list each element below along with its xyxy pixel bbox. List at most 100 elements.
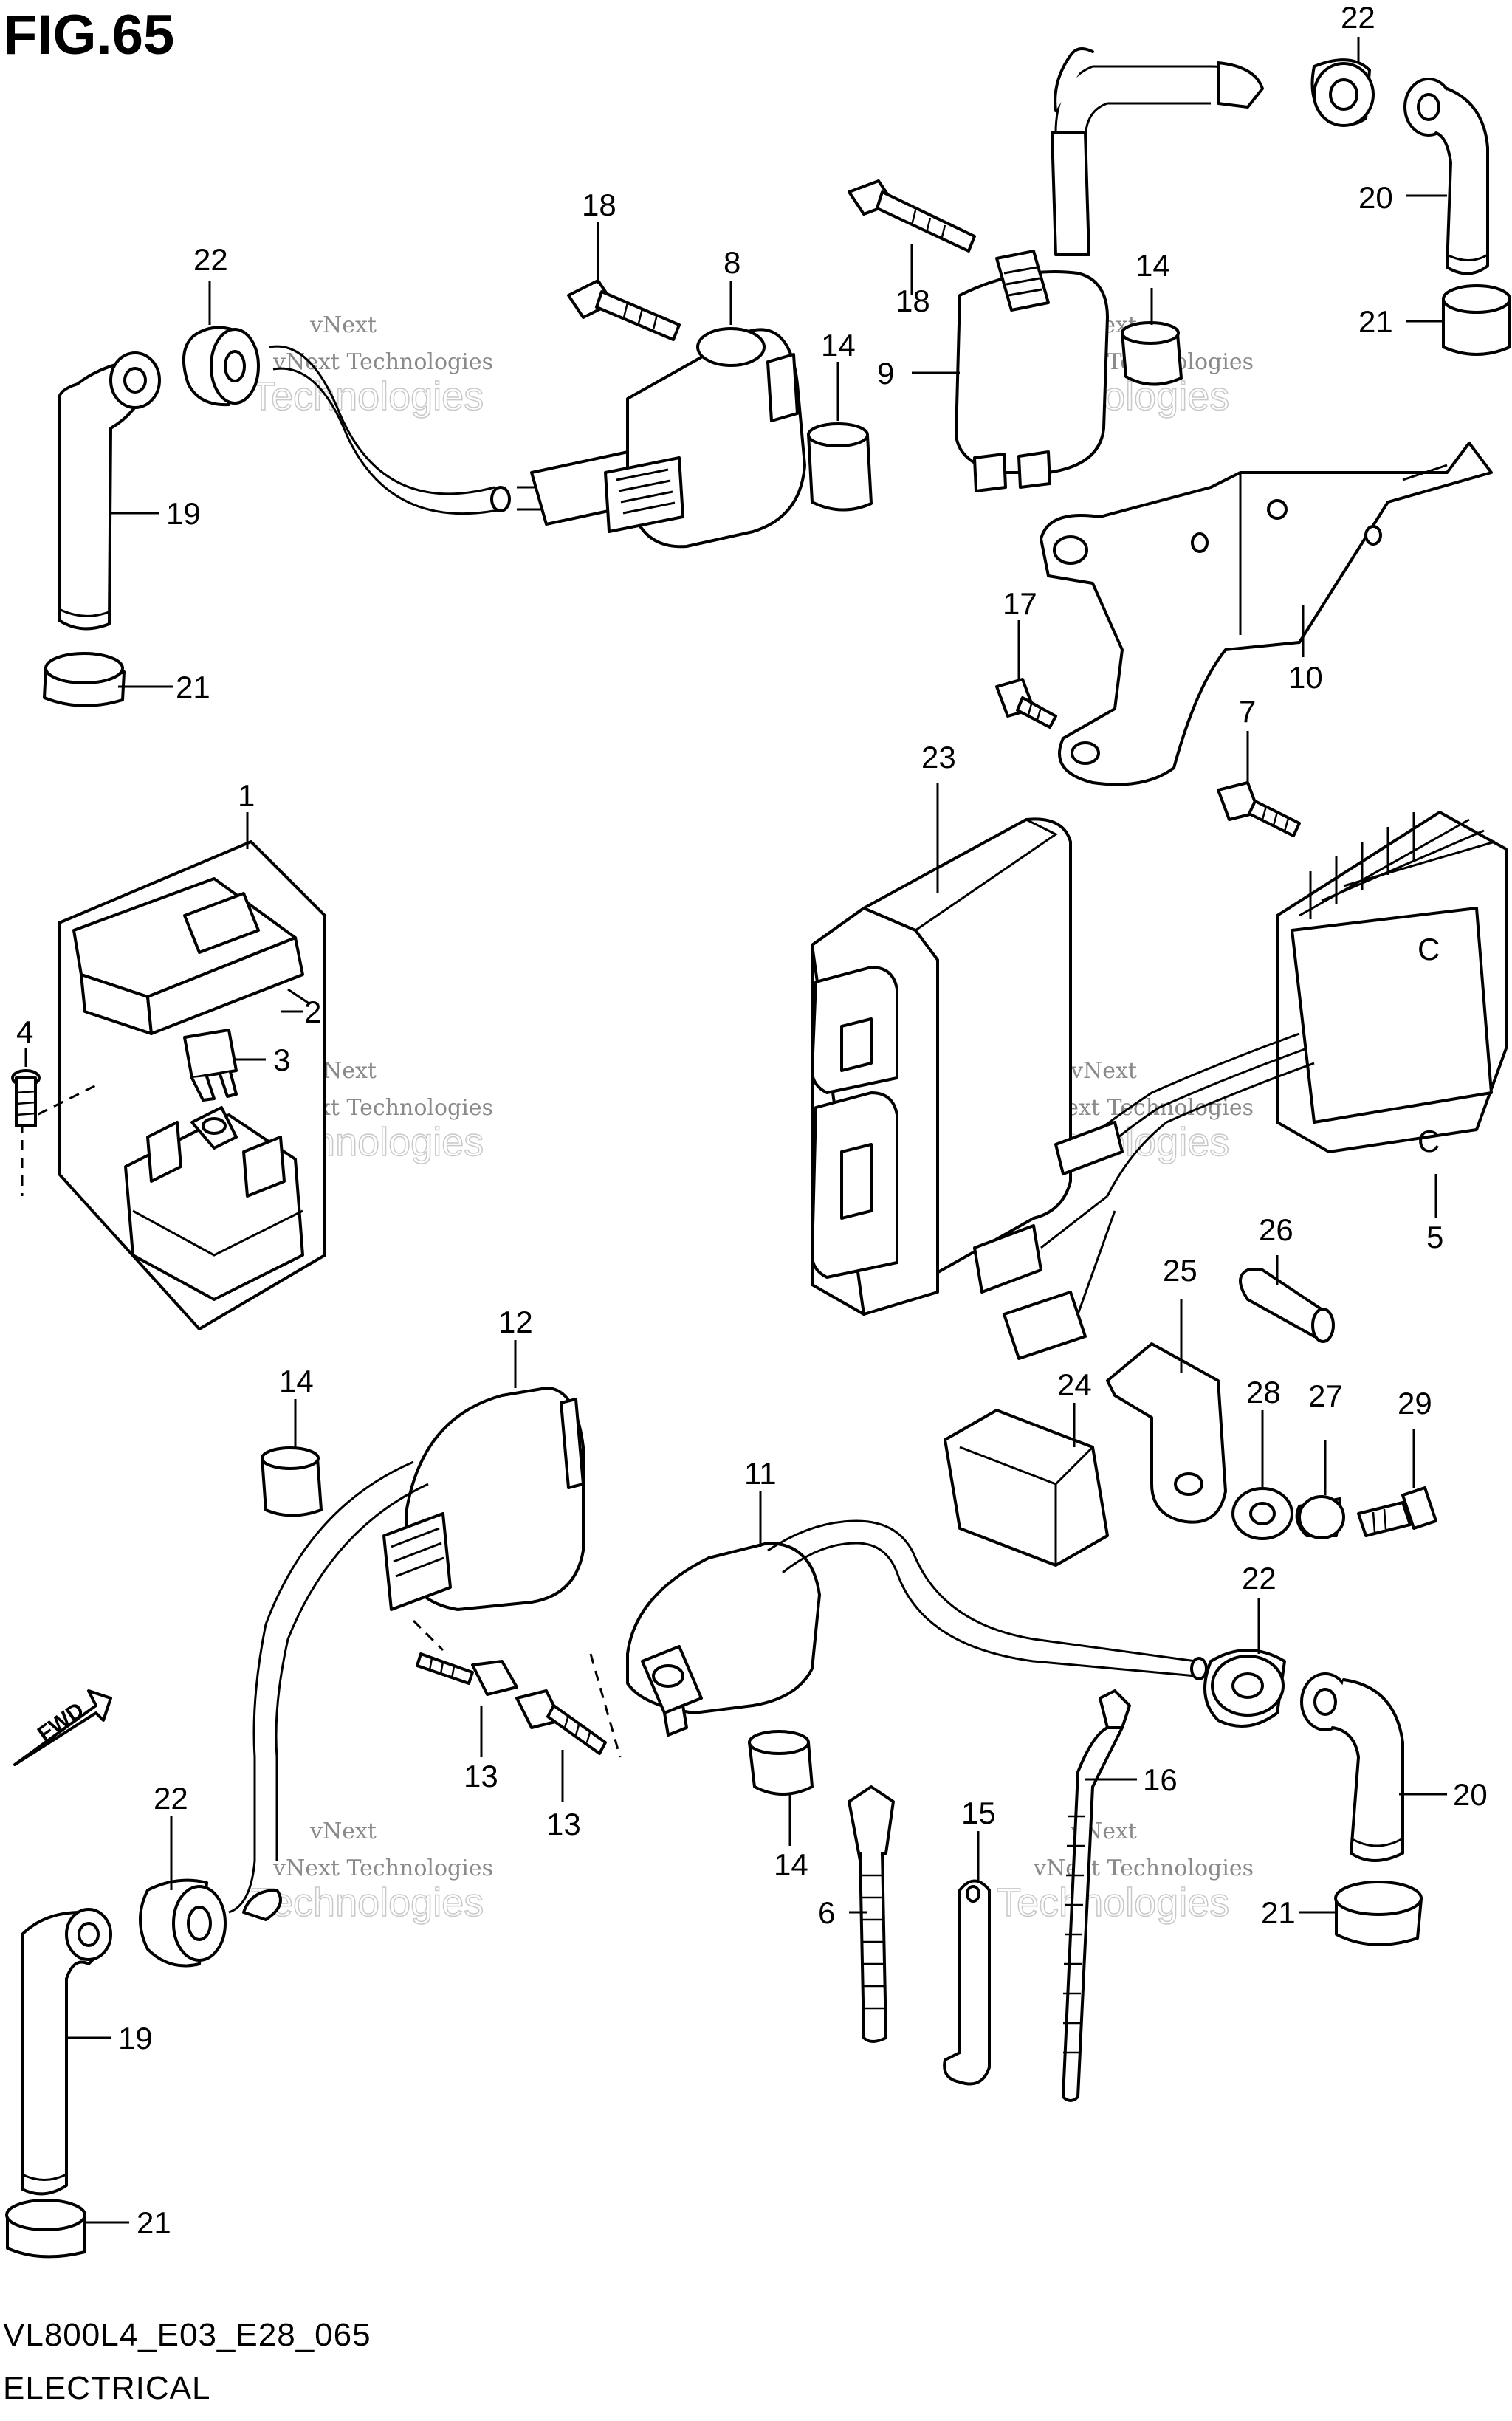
leader-lines [24, 37, 1447, 2224]
svg-text:FWD: FWD [33, 1698, 89, 1747]
part-11-ignition-coil-right [626, 1542, 821, 1737]
callout-14: 14 [1135, 248, 1170, 283]
callout-18: 18 [896, 284, 930, 318]
svg-text:vNext Technologies: vNext Technologies [272, 349, 493, 375]
ht-lead-bottom-left [228, 1460, 429, 1921]
part-22-seal-top-left [182, 326, 260, 407]
callout-13: 13 [464, 1759, 498, 1793]
part-12-ignition-coil-left [382, 1387, 585, 1611]
part-29-bolt [1357, 1486, 1437, 1537]
figure-name: ELECTRICAL [3, 2370, 211, 2406]
ht-lead-top-right [1051, 47, 1264, 256]
callout-16: 16 [1143, 1762, 1178, 1797]
callout-21: 21 [176, 670, 210, 704]
callout-26: 26 [1259, 1212, 1293, 1247]
svg-text:Technologies: Technologies [997, 1881, 1229, 1925]
part-22-seal-bottom-right [1203, 1649, 1286, 1728]
callout-8: 8 [724, 245, 740, 280]
svg-text:vNext: vNext [309, 312, 377, 338]
svg-text:vNext: vNext [1070, 1058, 1137, 1084]
callout-5: 5 [1426, 1220, 1443, 1254]
part-21-cap-top-left [43, 652, 126, 707]
callout-28: 28 [1246, 1375, 1281, 1409]
callout-20: 20 [1358, 180, 1393, 215]
part-15-clamp [943, 1879, 991, 2086]
svg-text:Technologies: Technologies [251, 1881, 484, 1925]
part-18-bolt-left [567, 279, 681, 341]
callout-17: 17 [1003, 586, 1037, 621]
part-4-screw [11, 1069, 41, 1127]
callout-15: 15 [961, 1796, 996, 1830]
callout-19: 19 [118, 2021, 153, 2056]
callout-14: 14 [279, 1364, 314, 1398]
part-13-bolt-b [515, 1653, 622, 1758]
callout-14: 14 [821, 328, 856, 363]
callout-25: 25 [1163, 1253, 1197, 1288]
callout-22: 22 [1341, 0, 1375, 35]
part-23-ecm [811, 817, 1072, 1316]
part-17-bolt [995, 678, 1057, 729]
part-7-bolt [1217, 781, 1301, 837]
callout-11: 11 [744, 1456, 777, 1491]
part-26-spacer [1239, 1268, 1335, 1343]
svg-text:vNext Technologies: vNext Technologies [1033, 1855, 1254, 1881]
callout-20: 20 [1453, 1777, 1488, 1812]
callout-6: 6 [818, 1895, 835, 1930]
part-1-starter-relay [124, 1106, 304, 1301]
part-25-bracket [1106, 1342, 1227, 1524]
callout-9: 9 [877, 356, 894, 391]
svg-text:vNext Technologies: vNext Technologies [272, 1855, 493, 1881]
callout-1: 1 [238, 778, 255, 813]
watermark-top-left: vNext vNext Technologies Technologies [250, 312, 493, 419]
part-27-collar [1295, 1495, 1345, 1539]
callouts: 22 19 21 18 8 14 18 9 14 22 20 21 17 10 … [16, 0, 1488, 2240]
callout-21: 21 [137, 2205, 171, 2240]
part-22-seal-top-right [1310, 58, 1375, 127]
callout-7: 7 [1239, 694, 1256, 729]
part-13-bolt-a [412, 1619, 518, 1696]
callout-21: 21 [1358, 304, 1393, 339]
part-24-relay [944, 1409, 1109, 1567]
figure-code: VL800L4_E03_E28_065 [3, 2317, 371, 2353]
part-14-spacer-bottom [748, 1730, 814, 1796]
watermark-bottom-right: vNext vNext Technologies Technologies [996, 1819, 1254, 1926]
part-19-plug-boot-bottom-left [21, 1908, 112, 2196]
fwd-arrow: FWD [13, 1689, 112, 1766]
callout-18: 18 [582, 188, 616, 222]
callout-22: 22 [1242, 1561, 1276, 1596]
callout-22: 22 [154, 1781, 188, 1816]
part-14-spacer-top-right [1121, 321, 1183, 386]
part-21-cap-bottom-left [5, 2199, 86, 2259]
part-3-fuse [183, 1029, 238, 1102]
part-19-plug-boot-top-left [58, 351, 161, 631]
figure-title: FIG.65 [3, 4, 175, 66]
part-5-regulator-rectifier: C C [1276, 811, 1508, 1158]
part-2-relay-cover [287, 988, 311, 1006]
part-9-ignition-coil-right [955, 250, 1109, 492]
callout-10: 10 [1288, 660, 1323, 695]
part-6-clamp [848, 1785, 895, 2043]
svg-text:C: C [1418, 932, 1440, 966]
part-18-bolt-right [848, 179, 976, 253]
part-22-seal-bottom-left [139, 1878, 227, 1968]
callout-19: 19 [166, 496, 201, 531]
callout-12: 12 [498, 1305, 533, 1339]
callout-24: 24 [1057, 1367, 1092, 1402]
part-21-cap-top-right [1442, 284, 1511, 356]
callout-29: 29 [1398, 1386, 1432, 1421]
callout-4: 4 [16, 1014, 33, 1049]
callout-2: 2 [304, 995, 321, 1029]
callout-27: 27 [1308, 1378, 1343, 1413]
part-10-coil-bracket [1040, 442, 1493, 786]
callout-3: 3 [273, 1043, 290, 1077]
part-14-spacer-mid-left [261, 1446, 323, 1517]
part-28-washer [1231, 1487, 1293, 1540]
ht-lead-top-left [269, 345, 546, 515]
part-21-cap-bottom-right [1334, 1881, 1423, 1946]
callout-23: 23 [921, 740, 956, 775]
part-20-plug-boot-top-right [1403, 78, 1489, 275]
callout-14: 14 [774, 1847, 808, 1882]
part-16-clamp [1062, 1689, 1131, 2102]
callout-21: 21 [1261, 1895, 1296, 1930]
